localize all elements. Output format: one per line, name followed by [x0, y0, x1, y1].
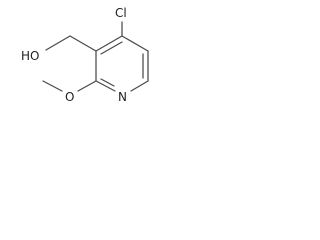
- bond-ch2-oh: [45, 35, 71, 51]
- pyridine-ring: [95, 35, 149, 92]
- ring-bond-c3-c4-inner: [100, 41, 123, 55]
- methoxy-oxygen-label: O: [65, 90, 74, 104]
- ring-bond-c3-c4: [95, 35, 123, 52]
- ring-bond-c6-n1: [130, 80, 149, 92]
- chemical-structure-diagram: Cl HO N O: [0, 0, 160, 138]
- bond-c2-o: [77, 80, 97, 92]
- bond-c3-ch2: [69, 35, 97, 52]
- bond-o-ch3: [42, 80, 63, 92]
- chlorine-label: Cl: [115, 6, 127, 20]
- ring-bond-n1-c2-inner: [100, 78, 115, 87]
- ring-bond-c4-c5: [121, 35, 149, 52]
- ring-nitrogen-label: N: [118, 90, 127, 104]
- ring-bond-n1-c2: [95, 80, 116, 92]
- hydroxyl-label: HO: [21, 49, 39, 63]
